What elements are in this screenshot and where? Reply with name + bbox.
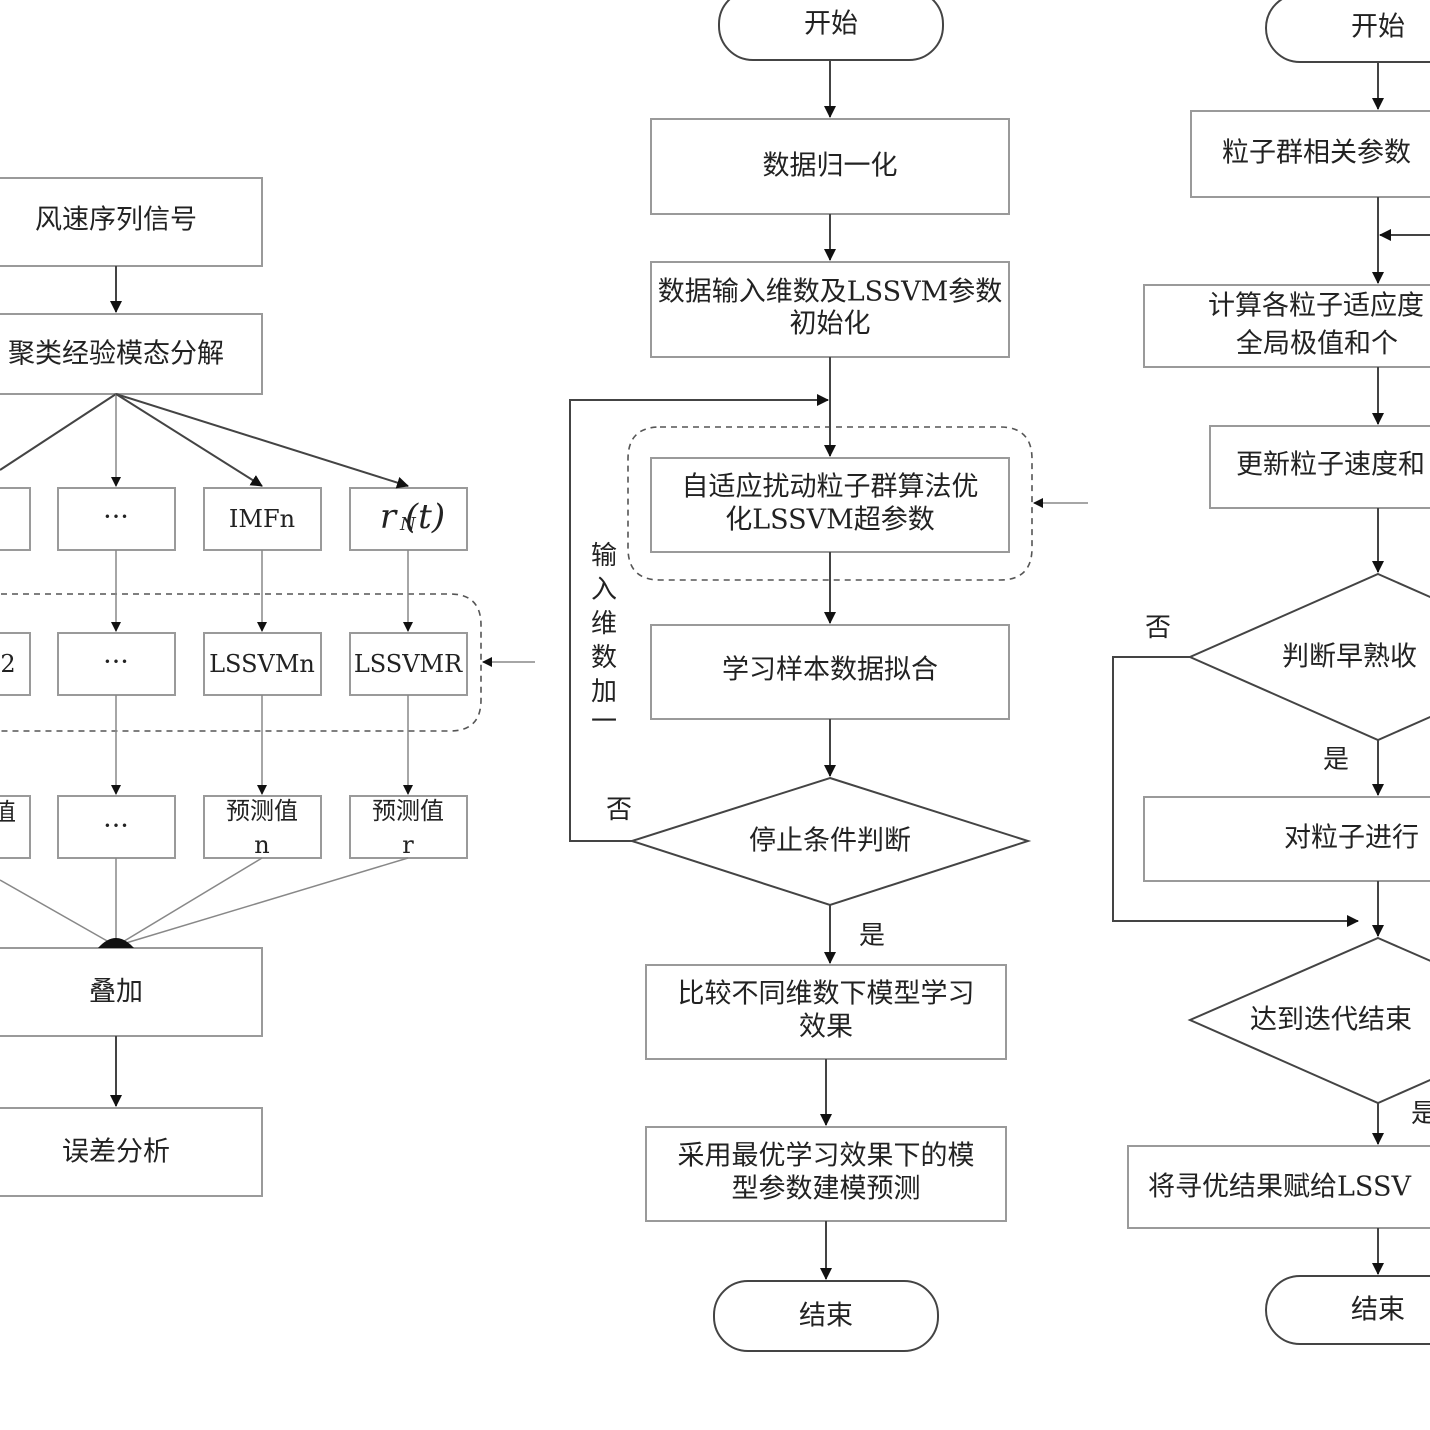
- model-2-box: [0, 632, 31, 696]
- fit-box: [650, 624, 1010, 720]
- imf-partial-box: [0, 487, 31, 551]
- fitness-line2: 全局极值和个: [1236, 329, 1398, 360]
- error-label: 误差分析: [62, 1137, 170, 1168]
- loop-char-6: 一: [591, 707, 617, 737]
- residual-box: [349, 487, 468, 551]
- pred-n-to-sum-line: [115, 857, 263, 947]
- optimize-box: [650, 457, 1010, 553]
- signal-box: [0, 177, 263, 267]
- final-model-line2: 型参数建模预测: [732, 1174, 921, 1205]
- compare-line1: 比较不同维数下模型学习: [678, 979, 975, 1010]
- pred-r-to-sum-line: [115, 857, 409, 947]
- model-r-box: [349, 632, 468, 696]
- right-end-label: 结束: [1351, 1295, 1405, 1326]
- loop-back-arrow: [569, 394, 829, 842]
- decompose-label: 聚类经验模态分解: [8, 339, 224, 370]
- mid-end-terminal: [713, 1280, 939, 1352]
- pred-dots: ···: [103, 811, 129, 842]
- init-line1: 数据输入维数及LSSVM参数: [658, 277, 1003, 308]
- optimize-line2: 化LSSVM超参数: [725, 505, 935, 536]
- mid-yes-label: 是: [859, 921, 885, 951]
- signal-label: 风速序列信号: [35, 205, 197, 236]
- loop-char-3: 维: [591, 609, 617, 639]
- pred-r-line2: r: [402, 831, 414, 859]
- mid-end-label: 结束: [799, 1301, 853, 1332]
- model-dots-box: [57, 632, 176, 696]
- left-flowchart: 风速序列信号 聚类经验模态分解 ··· IMFn r N (t) 2 ··· L…: [0, 177, 535, 1197]
- init-box: [650, 261, 1010, 358]
- mid-no-label: 否: [606, 795, 632, 825]
- model-r-label: LSSVMR: [354, 650, 463, 678]
- model-n-label: LSSVMn: [209, 650, 315, 678]
- model-dots: ···: [103, 647, 129, 678]
- pred-dots-box: [57, 795, 176, 859]
- pred-partial: 值: [0, 798, 16, 826]
- update-label: 更新粒子速度和: [1236, 450, 1425, 481]
- pred-n-line2: n: [254, 831, 269, 859]
- premature-label: 判断早熟收: [1282, 642, 1417, 673]
- params-box: [1190, 110, 1430, 198]
- residual-r: r: [380, 497, 398, 537]
- sum-label: 叠加: [89, 977, 143, 1008]
- assign-box: [1127, 1145, 1430, 1229]
- params-label: 粒子群相关参数: [1222, 138, 1411, 169]
- loop-char-1: 输: [591, 541, 617, 571]
- assign-label: 将寻优结果赋给LSSV: [1148, 1172, 1411, 1203]
- final-model-box: [645, 1126, 1007, 1222]
- perturb-label: 对粒子进行: [1284, 823, 1419, 854]
- fit-label: 学习样本数据拟合: [722, 655, 938, 686]
- middle-flowchart: 开始 数据归一化 数据输入维数及LSSVM参数 初始化 自适应扰动粒子群算法优 …: [569, 0, 1088, 1352]
- optimize-group-border: [627, 426, 1033, 581]
- right-yes-label: 是: [1323, 745, 1349, 775]
- right-yes2-label: 是: [1411, 1099, 1430, 1129]
- compare-line2: 效果: [799, 1012, 853, 1043]
- iter-end-label: 达到迭代结束: [1250, 1005, 1412, 1036]
- imf-dots-box: [57, 487, 176, 551]
- fitness-line1: 计算各粒子适应度: [1208, 291, 1424, 322]
- decompose-to-residual-arrow: [115, 393, 409, 489]
- residual-sub: N: [399, 514, 417, 535]
- decompose-to-imf-n-arrow: [115, 393, 263, 487]
- pred-r-line1: 预测值: [372, 797, 444, 825]
- loop-char-5: 加: [591, 677, 617, 707]
- init-line2: 初始化: [790, 309, 871, 340]
- right-start-label: 开始: [1351, 12, 1405, 43]
- pred-n-line1: 预测值: [226, 797, 298, 825]
- perturb-box: [1143, 796, 1430, 882]
- update-box: [1209, 425, 1430, 509]
- decompose-box: [0, 313, 263, 395]
- optimize-line1: 自适应扰动粒子群算法优: [682, 472, 979, 503]
- stop-check-label: 停止条件判断: [749, 826, 911, 857]
- loop-char-4: 数: [591, 643, 617, 673]
- model-n-box: [203, 632, 322, 696]
- right-start-terminal: [1265, 0, 1430, 63]
- final-model-line1: 采用最优学习效果下的模: [678, 1141, 975, 1172]
- right-no-label: 否: [1145, 613, 1171, 643]
- pred1-to-sum-line: [0, 879, 117, 947]
- premature-no-branch-arrow: [1112, 656, 1359, 927]
- compare-box: [645, 964, 1007, 1060]
- right-flowchart: 开始 粒子群相关参数 计算各粒子适应度 全局极值和个 更新粒子速度和 判断早熟收…: [1112, 0, 1430, 1345]
- pred-n-box: [203, 795, 322, 859]
- imf-dots: ···: [103, 502, 129, 533]
- error-box: [0, 1107, 263, 1197]
- sum-merge-arrowhead: [98, 938, 134, 948]
- right-end-terminal: [1265, 1275, 1430, 1345]
- imf-n-label: IMFn: [229, 505, 295, 533]
- model-2-partial: 2: [0, 650, 15, 678]
- mid-start-label: 开始: [804, 9, 858, 40]
- fitness-box: [1143, 284, 1430, 368]
- normalize-label: 数据归一化: [763, 151, 898, 182]
- decompose-to-imf1-line: [0, 393, 117, 471]
- loop-vertical-label: 输 入 维 数 加 一: [591, 541, 617, 737]
- residual-t: (t): [405, 497, 445, 537]
- loop-char-2: 入: [591, 575, 617, 605]
- pred-partial-box: [0, 795, 31, 859]
- pred-r-box: [349, 795, 468, 859]
